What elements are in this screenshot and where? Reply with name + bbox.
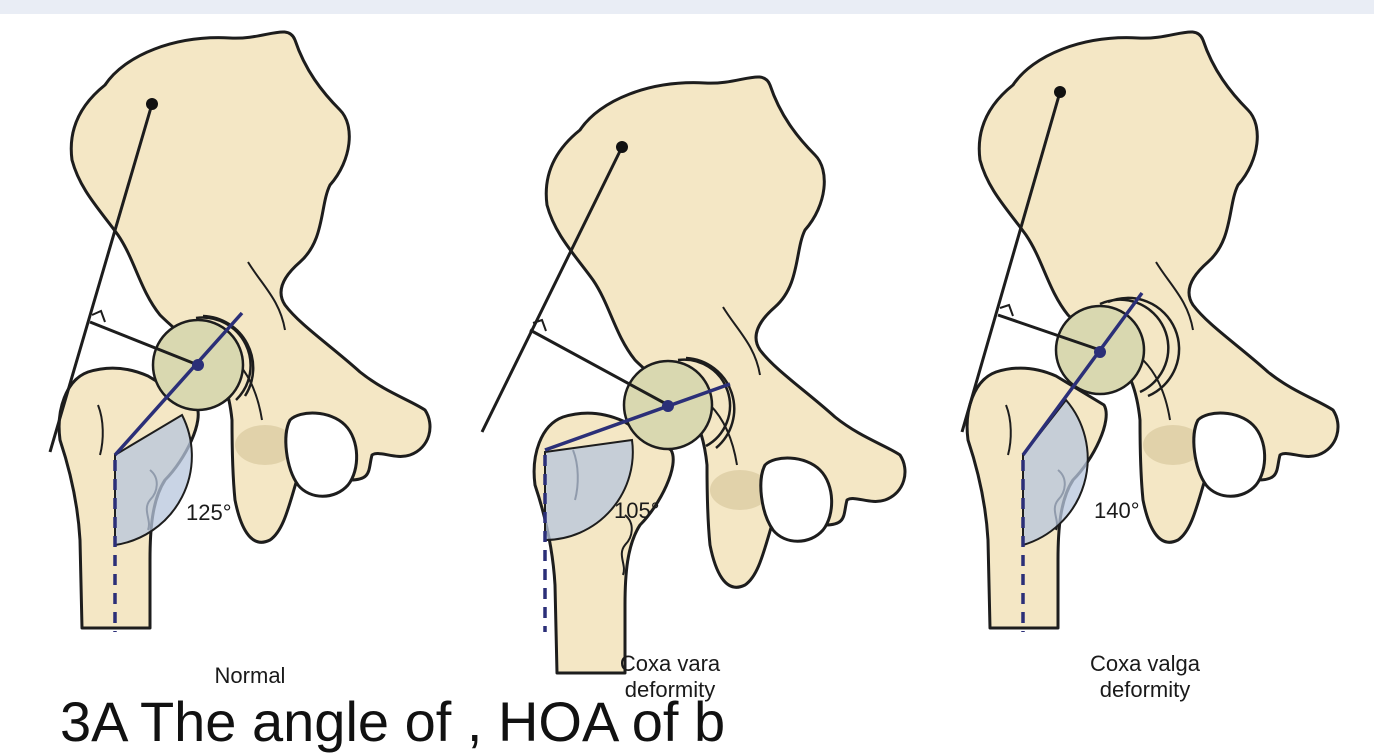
neck-axis-vara [544,382,731,452]
head-center-normal [192,359,204,371]
caption-normal: Normal [214,663,286,688]
angle-label-normal: 125° [186,500,232,525]
head-center-vara [662,400,674,412]
panel-coxa-valga: 140° [960,30,1340,632]
angle-label-vara: 105° [614,498,660,523]
coxa-angle-figure: 125° 105° 140° [48,30,1340,675]
neck-axis-normal [113,311,244,457]
panel-normal: 125° [48,30,432,632]
iliac-point-normal [146,98,158,110]
perpendicular-line-vara [529,328,669,407]
cropped-caption-text: 3A The angle of , HOA of b [60,690,726,753]
neck-axis-valga [1021,291,1144,457]
reference-line-vara [480,146,624,433]
angle-region-vara [544,438,634,542]
iliac-point-valga [1054,86,1066,98]
head-center-valga [1094,346,1106,358]
iliac-point-vara [616,141,628,153]
panel-coxa-vara: 105° [480,75,907,675]
reference-line-normal [48,103,154,453]
perpendicular-line-valga [997,313,1101,352]
reference-line-valga [960,91,1062,433]
perpendicular-line-normal [89,320,199,367]
angle-region-normal [114,413,193,547]
caption-coxa-valga: Coxa valga deformity [1089,651,1201,702]
top-strip [0,0,1374,14]
caption-coxa-vara: Coxa vara deformity [619,651,721,702]
angle-region-valga [1022,398,1089,547]
angle-label-valga: 140° [1094,498,1140,523]
